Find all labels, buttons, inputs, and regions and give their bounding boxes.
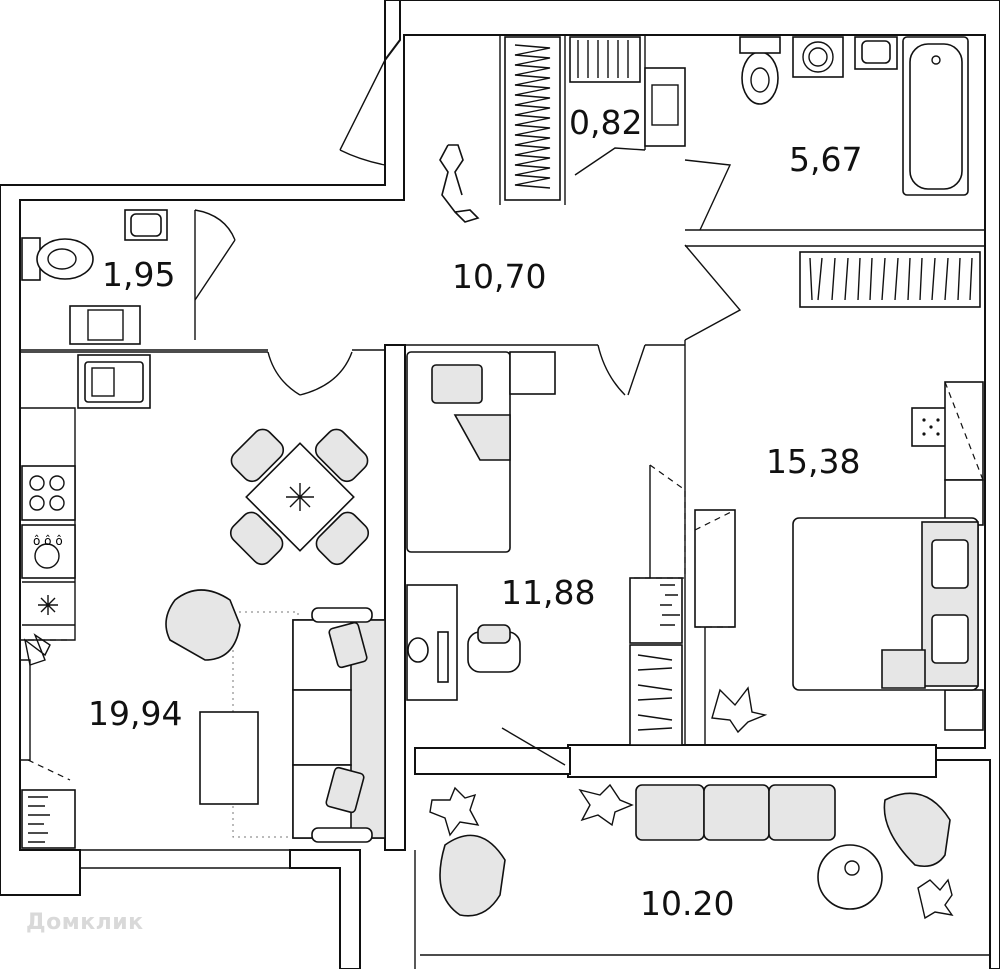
cat-icon <box>439 144 480 223</box>
childroom-furniture <box>406 351 686 746</box>
room-area-bathroom: 5,67 <box>789 140 862 179</box>
living-furniture <box>23 589 386 843</box>
svg-text:ô ô ô: ô ô ô <box>33 534 63 548</box>
watermark-text: Домклик <box>26 910 144 935</box>
watermark-logo: Домклик <box>26 910 144 935</box>
closet-shelves <box>504 36 686 201</box>
bedroom-furniture <box>694 381 984 734</box>
room-area-bedroom: 15,38 <box>766 442 860 481</box>
room-area-toilet: 1,95 <box>102 255 175 294</box>
dining-table <box>229 428 370 566</box>
hall-wardrobe <box>799 251 981 308</box>
toilet-fixtures <box>21 209 168 345</box>
room-area-kitchen-living: 19,94 <box>88 694 182 733</box>
room-area-closet: 0,82 <box>569 103 642 142</box>
room-area-balcony: 10.20 <box>640 884 734 923</box>
room-labels: 0,82 5,67 1,95 10,70 15,38 11,88 19,94 1… <box>88 103 862 923</box>
room-area-hallway: 10,70 <box>452 257 546 296</box>
balcony-furniture <box>429 783 954 920</box>
kitchen-fixtures: ô ô ô <box>20 354 151 849</box>
bathroom-fixtures <box>739 36 969 196</box>
room-area-childroom: 11,88 <box>501 573 595 612</box>
doors <box>194 59 742 766</box>
